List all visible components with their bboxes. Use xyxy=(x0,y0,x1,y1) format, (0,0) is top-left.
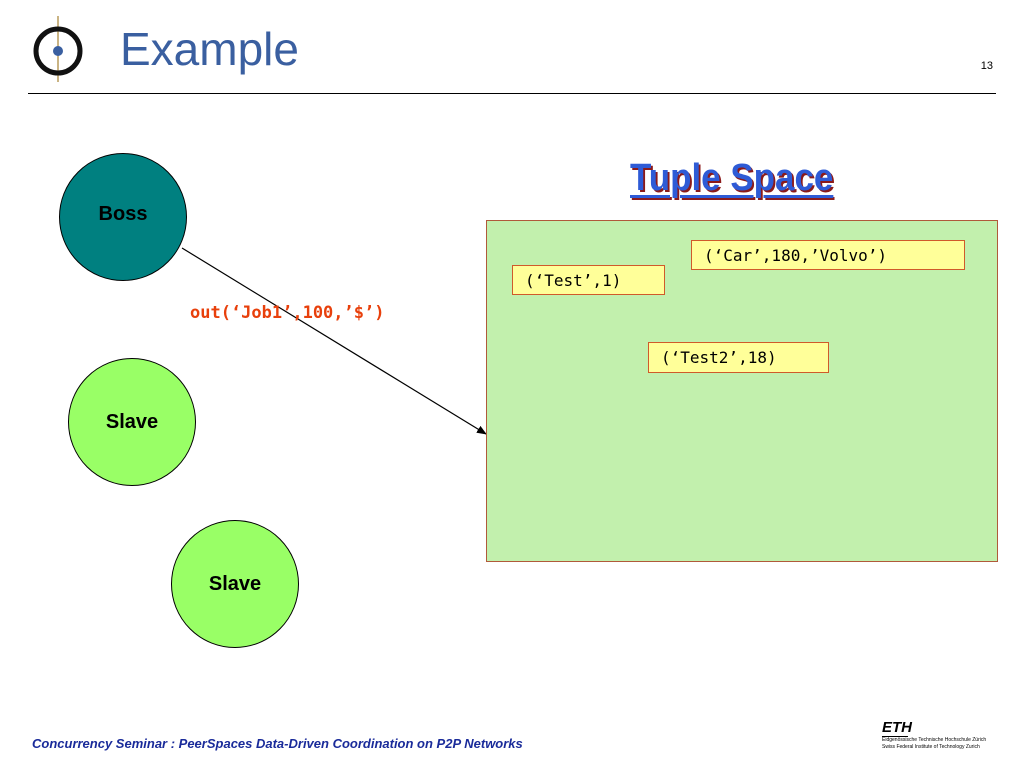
eth-subtitle-german: Eidgenössische Technische Hochschule Zür… xyxy=(882,737,987,743)
boss-node: Boss xyxy=(59,153,187,281)
boss-node-label: Boss xyxy=(98,202,148,225)
tuple-space-title: Tuple Space xyxy=(630,157,834,199)
tuple-test: (‘Test’,1) xyxy=(512,265,665,295)
slave-node-2: Slave xyxy=(171,520,299,648)
title-divider xyxy=(28,93,996,94)
tuple-car: (‘Car’,180,’Volvo’) xyxy=(691,240,965,270)
slide-title: Example xyxy=(120,23,299,75)
seminar-logo-icon xyxy=(33,16,83,82)
footer-text: Concurrency Seminar : PeerSpaces Data-Dr… xyxy=(32,736,523,751)
slave-node-1: Slave xyxy=(68,358,196,486)
tuple-test2: (‘Test2’,18) xyxy=(648,342,829,373)
out-operation-label: out(‘Job1’,100,’$’) xyxy=(190,303,385,323)
eth-mark: ETH xyxy=(882,719,912,736)
slave-node-2-label: Slave xyxy=(208,572,262,595)
eth-logo: ETH Eidgenössische Technische Hochschule… xyxy=(882,720,998,754)
slave-node-1-label: Slave xyxy=(105,410,159,433)
eth-subtitle-english: Swiss Federal Institute of Technology Zu… xyxy=(882,744,980,750)
eth-logo-rule xyxy=(882,736,908,737)
page-number: 13 xyxy=(980,60,993,72)
